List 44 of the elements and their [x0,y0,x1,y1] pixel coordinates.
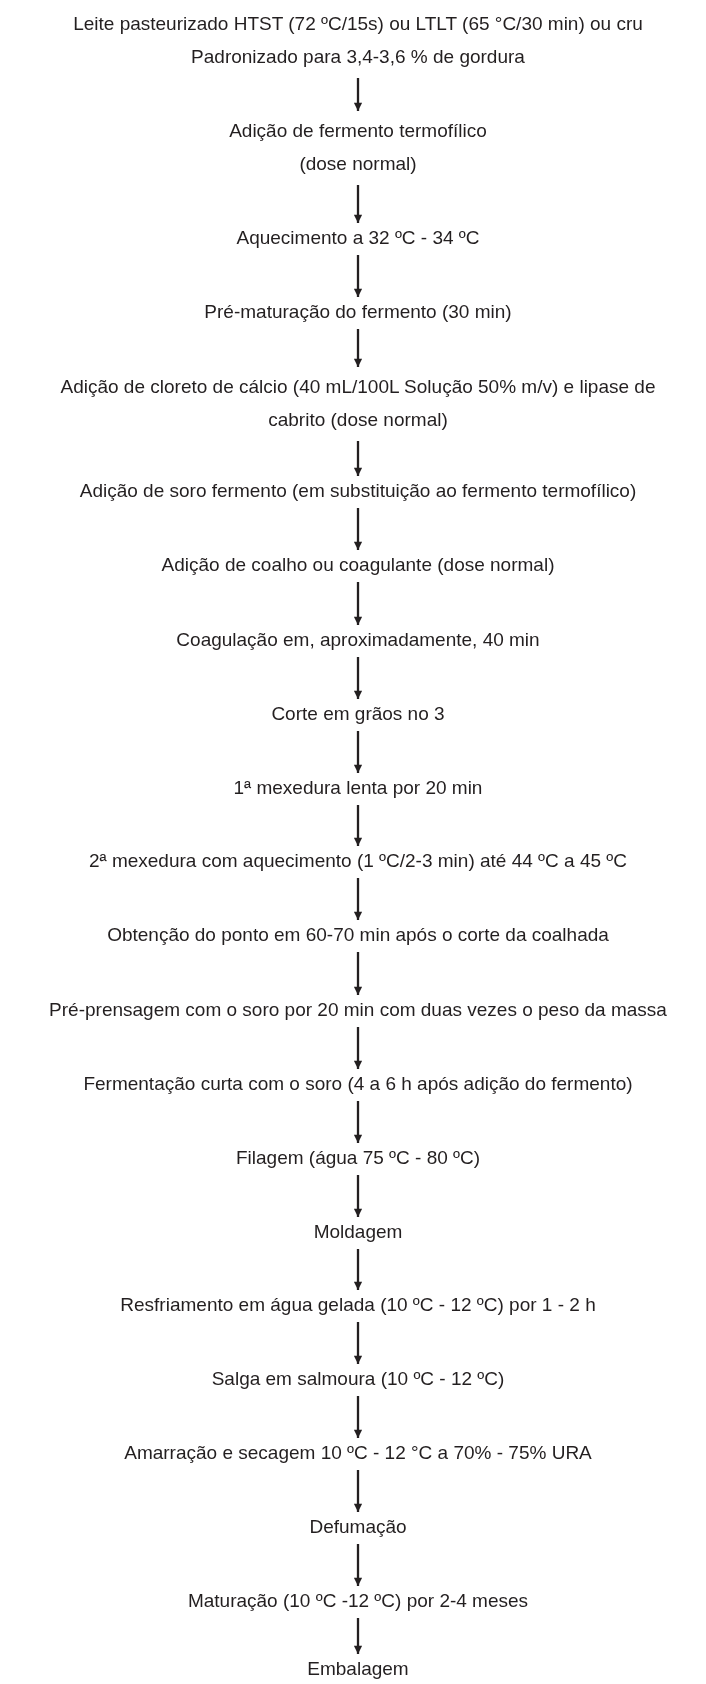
step-text: Embalagem [307,1657,409,1681]
arrow [353,657,363,699]
step-text: Adição de coalho ou coagulante (dose normal) [161,553,555,577]
arrow [353,731,363,773]
step-text: Salga em salmoura (10 ºC - 12 ºC) [211,1367,505,1391]
step-text: 1ª mexedura lenta por 20 min [233,776,483,800]
step-text: Amarração e secagem 10 ºC - 12 °C a 70% - 75% URA [124,1441,592,1465]
step-text: Adição de cloreto de cálcio (40 mL/100L Solução 50% m/v) e lipase de cabrito (dose normal) [58,370,658,436]
arrow [353,255,363,297]
arrow [353,185,363,223]
step-text: Pré-prensagem com o soro por 20 min com duas vezes o peso da massa [49,998,667,1022]
arrow [353,1101,363,1143]
arrow [353,1396,363,1438]
arrow [353,1470,363,1512]
step-text: Adição de soro fermento (em substituição ao fermento termofílico) [79,479,637,503]
arrow [353,582,363,625]
arrow [353,1175,363,1217]
step-text: Filagem (água 75 ºC - 80 ºC) [235,1146,481,1170]
step-text: Coagulação em, aproximadamente, 40 min [176,628,540,652]
step-text: Defumação [309,1515,407,1539]
step-text: Moldagem [313,1220,403,1244]
arrow [353,78,363,111]
arrow [353,952,363,995]
arrow [353,329,363,367]
arrow [353,1322,363,1364]
step-text: Fermentação curta com o soro (4 a 6 h após adição do fermento) [83,1072,633,1096]
step-text: Padronizado para 3,4-3,6 % de gordura [191,45,525,69]
step-text: Maturação (10 ºC -12 ºC) por 2-4 meses [187,1589,529,1613]
arrow [353,1544,363,1586]
step-text: 2ª mexedura com aquecimento (1 ºC/2-3 min) até 44 ºC a 45 ºC [89,849,627,873]
step-text: Pré-maturação do fermento (30 min) [204,300,512,324]
arrow [353,1249,363,1290]
step-text: Resfriamento em água gelada (10 ºC - 12 ºC) por 1 - 2 h [120,1293,596,1317]
arrow [353,805,363,846]
step-text: Leite pasteurizado HTST (72 ºC/15s) ou LTLT (65 °C/30 min) ou cru [73,12,643,36]
step-text: Adição de fermento termofílico (dose normal) [208,114,508,180]
arrow [353,1027,363,1069]
step-text: Aquecimento a 32 ºC - 34 ºC [236,226,480,250]
arrow [353,508,363,550]
arrow [353,1618,363,1654]
step-text: Obtenção do ponto em 60-70 min após o corte da coalhada [107,923,609,947]
arrow [353,878,363,920]
step-text: Corte em grãos no 3 [271,702,445,726]
arrow [353,441,363,476]
